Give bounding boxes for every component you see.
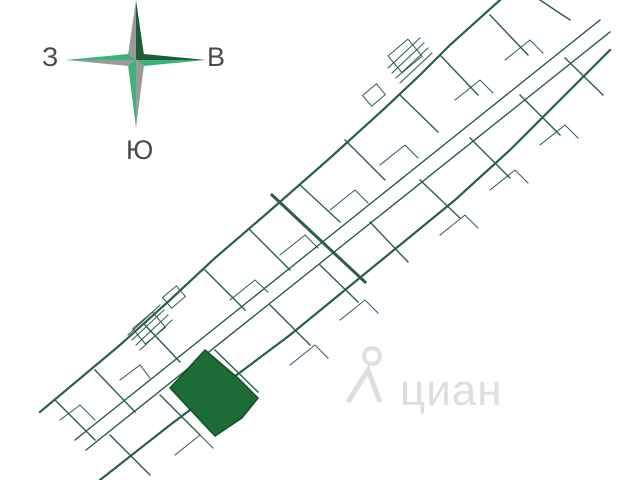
compass-east-label: В: [207, 42, 226, 72]
compass-east-arm-top: [136, 54, 206, 60]
compass-west-arm-top: [66, 54, 136, 60]
compass-west-label: З: [42, 42, 59, 72]
watermark-text: циан: [400, 366, 503, 415]
watermark: циан: [340, 344, 502, 415]
compass-south-label: Ю: [126, 135, 154, 165]
compass-south-arm-left: [128, 60, 136, 128]
compass-east-arm-bottom: [136, 60, 206, 66]
compass-north-arm-left: [128, 0, 136, 60]
compass-south-arm-right: [136, 60, 144, 128]
section-wall: [269, 192, 368, 285]
room-details: [59, 38, 579, 456]
stairwell: [127, 37, 433, 351]
corridor: [74, 19, 611, 451]
person-icon: [345, 346, 383, 404]
compass-north-arm-right: [136, 0, 144, 60]
unit-partitions-lower: [109, 57, 604, 476]
compass-rose: [66, 0, 206, 128]
compass-west-arm-bottom: [66, 60, 136, 66]
selected-apartment[interactable]: [168, 348, 260, 437]
